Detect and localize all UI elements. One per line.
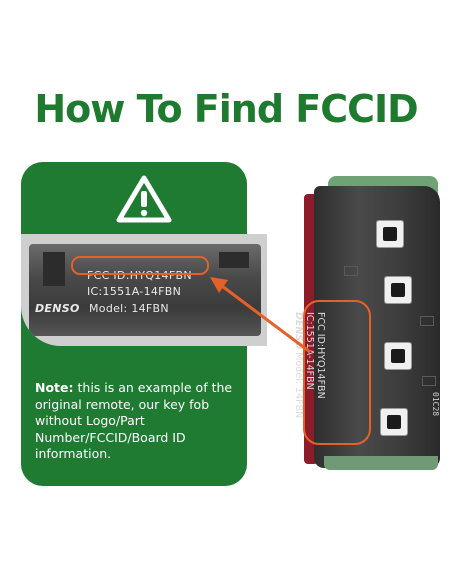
zoomed-ic-number: IC:1551A-14FBN <box>87 285 182 298</box>
note-body: this is an example of the original remot… <box>35 380 233 461</box>
board-button-2 <box>384 276 412 304</box>
pcb-bottom <box>324 456 438 470</box>
zoomed-fcc-id: FCC ID:HYQ14FBN <box>87 269 192 282</box>
zoomed-model: Model: 14FBN <box>89 302 169 315</box>
board-button-4 <box>380 408 408 436</box>
info-card: FCC ID:HYQ14FBN IC:1551A-14FBN DENSO Mod… <box>21 162 267 486</box>
board-button-1 <box>376 220 404 248</box>
note-text: Note: this is an example of the original… <box>35 380 235 463</box>
warning-triangle-icon <box>116 175 172 223</box>
remote-board-photo <box>304 176 450 472</box>
remote-board-code: 01C28 <box>431 392 440 417</box>
page-headline: How To Find FCCID <box>34 87 418 131</box>
fcc-id-highlight <box>71 256 209 275</box>
zoomed-brand: DENSO <box>35 302 80 315</box>
remote-label-highlight <box>303 300 371 445</box>
board-button-3 <box>384 342 412 370</box>
zoomed-label-photo: FCC ID:HYQ14FBN IC:1551A-14FBN DENSO Mod… <box>21 234 267 346</box>
note-label: Note: <box>35 380 74 395</box>
